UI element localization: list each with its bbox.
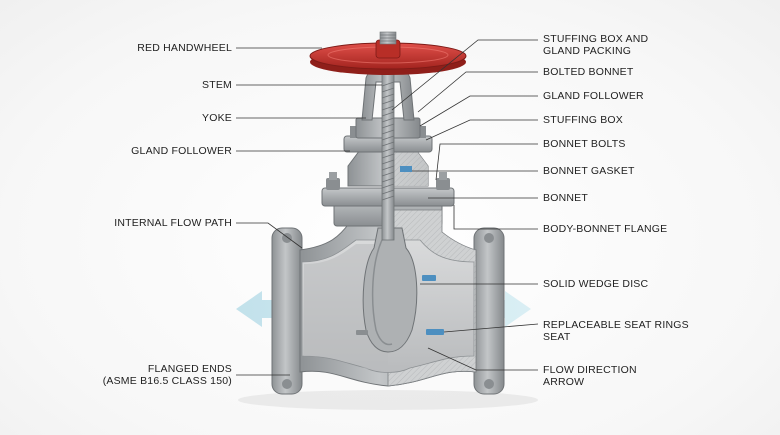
label-solid-wedge-disc: SOLID WEDGE DISC <box>543 278 649 290</box>
label-stem: STEM <box>202 79 232 91</box>
label-flanged-ends-line2: (ASME B16.5 CLASS 150) <box>102 375 232 387</box>
label-stuffing-box: STUFFING BOX <box>543 114 623 126</box>
label-gland-follower-right: GLAND FOLLOWER <box>543 90 644 102</box>
label-bonnet-gasket: BONNET GASKET <box>543 165 635 177</box>
label-internal-flow-path: INTERNAL FLOW PATH <box>114 217 232 229</box>
label-stuffing-box-gland-line2: GLAND PACKING <box>543 45 632 57</box>
label-yoke: YOKE <box>202 112 232 124</box>
label-replaceable-seat-line2: SEAT <box>543 331 571 343</box>
solid-wedge-disc <box>362 227 418 353</box>
stem <box>381 39 395 241</box>
label-gland-follower-left: GLAND FOLLOWER <box>131 145 232 157</box>
bonnet-gasket-mark <box>400 166 412 172</box>
red-handwheel <box>309 31 467 75</box>
ground-shadow <box>238 390 538 410</box>
label-bonnet-bolts: BONNET BOLTS <box>543 138 626 150</box>
label-flow-direction-line1: FLOW DIRECTION <box>543 364 637 376</box>
label-bolted-bonnet: BOLTED BONNET <box>543 66 634 78</box>
label-flanged-ends-line1: FLANGED ENDS <box>147 363 232 375</box>
label-stuffing-box-and-gland-packing: STUFFING BOX AND GLAND PACKING <box>543 33 648 57</box>
leader-lines <box>236 39 539 376</box>
label-flow-direction-line2: ARROW <box>543 376 585 388</box>
label-body-bonnet-flange: BODY-BONNET FLANGE <box>543 223 668 235</box>
label-replaceable-seat-rings: REPLACEABLE SEAT RINGS SEAT <box>543 319 689 343</box>
label-flanged-ends: FLANGED ENDS (ASME B16.5 CLASS 150) <box>70 363 232 387</box>
label-red-handwheel: RED HANDWHEEL <box>137 42 232 54</box>
seat-rings <box>356 275 444 335</box>
label-flow-direction-arrow: FLOW DIRECTION ARROW <box>543 364 637 388</box>
label-replaceable-seat-line1: REPLACEABLE SEAT RINGS <box>543 319 689 331</box>
label-bonnet: BONNET <box>543 192 588 204</box>
label-stuffing-box-gland-line1: STUFFING BOX AND <box>543 33 649 45</box>
